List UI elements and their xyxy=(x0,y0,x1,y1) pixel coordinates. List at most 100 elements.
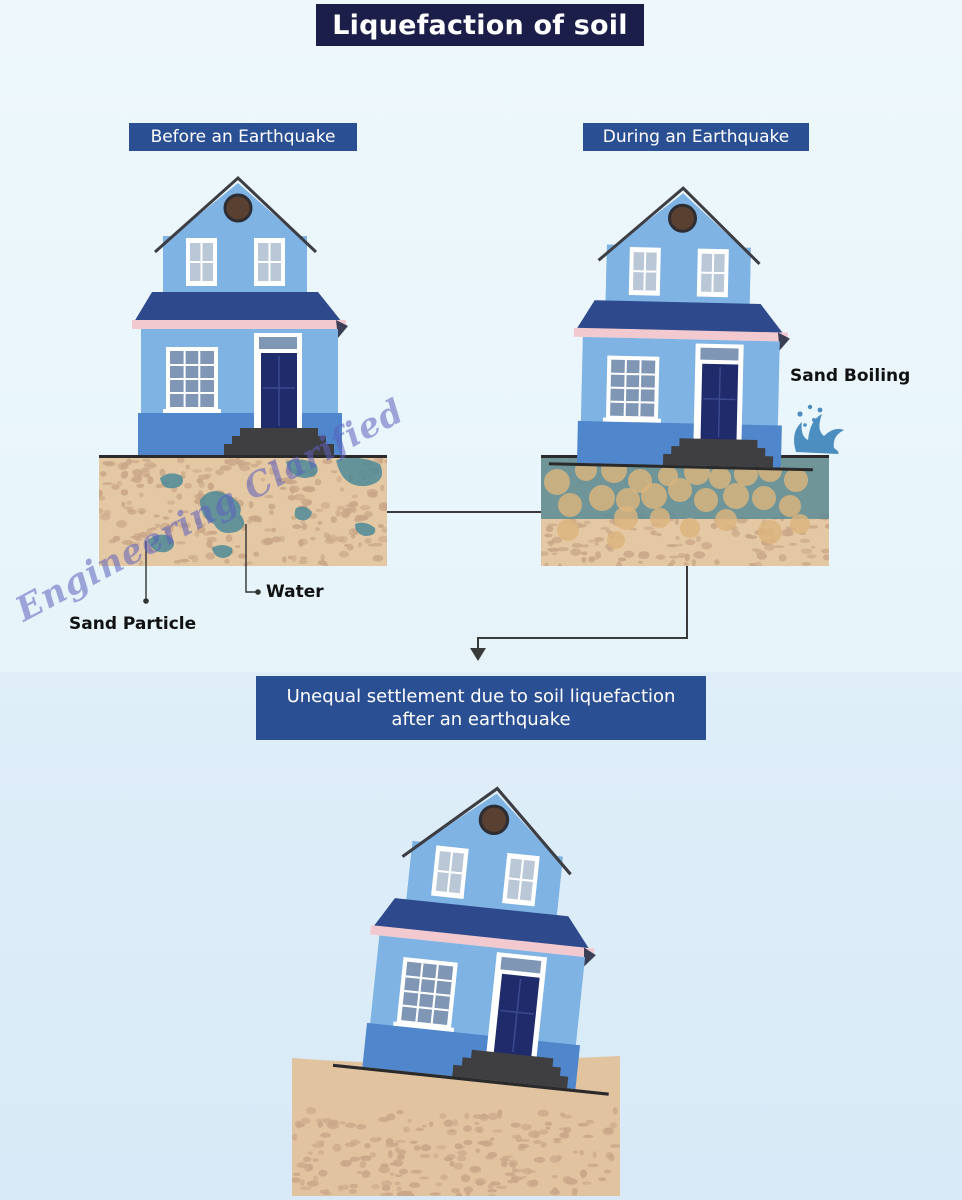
sand-particle xyxy=(566,1178,578,1185)
sand-particle xyxy=(433,1153,438,1159)
sand-particle xyxy=(167,500,175,505)
sand-particle xyxy=(370,1152,376,1157)
sand-particle xyxy=(463,1125,472,1132)
sand-particle xyxy=(306,1107,316,1114)
sand-particle xyxy=(572,1151,578,1154)
sand-particle xyxy=(303,1157,311,1162)
sand-bubble xyxy=(752,486,776,510)
callout-dot-sand xyxy=(143,598,149,604)
sand-particle xyxy=(546,526,554,532)
sand-particle xyxy=(461,1174,470,1182)
sand-particle xyxy=(327,1122,339,1129)
sand-particle xyxy=(397,1154,405,1160)
sand-particle xyxy=(457,1150,467,1156)
sand-particle xyxy=(124,506,134,509)
sand-particle xyxy=(350,1139,360,1145)
sand-particle xyxy=(533,1140,542,1144)
sand-particle xyxy=(512,1167,517,1174)
sand-particle xyxy=(301,520,306,524)
sand-particle xyxy=(696,536,701,543)
sand-particle xyxy=(610,1144,620,1148)
sand-particle xyxy=(473,1114,483,1119)
soil-block-during xyxy=(537,455,832,569)
sand-particle xyxy=(386,1113,395,1120)
sand-particle xyxy=(147,476,153,484)
sand-particle xyxy=(512,1135,516,1139)
sand-bubble xyxy=(758,520,782,544)
sand-particle xyxy=(757,553,768,560)
sand-particle xyxy=(370,1137,380,1142)
sand-particle xyxy=(538,1110,549,1117)
sand-particle xyxy=(313,1158,319,1161)
sand-particle xyxy=(592,1151,596,1158)
sand-particle xyxy=(454,1163,464,1170)
sand-particle xyxy=(409,1182,420,1188)
sand-particle xyxy=(318,1150,324,1154)
sand-particle xyxy=(445,1120,452,1125)
sand-particle xyxy=(678,553,685,558)
sand-particle xyxy=(650,530,657,535)
sand-particle xyxy=(291,1178,300,1183)
sand-bubble xyxy=(779,495,801,517)
sand-bubble xyxy=(709,467,731,489)
sand-particle xyxy=(176,493,182,500)
sand-particle xyxy=(362,1170,371,1178)
sand-particle xyxy=(507,1180,514,1184)
house-window-sill xyxy=(163,409,221,413)
sand-particle xyxy=(317,521,322,525)
sand-particle xyxy=(315,479,322,485)
sand-particle xyxy=(671,559,675,565)
sand-particle xyxy=(121,501,125,507)
sand-particle xyxy=(320,1190,326,1194)
sand-particle xyxy=(604,1169,611,1173)
sand-particle xyxy=(302,486,314,491)
sand-particle xyxy=(121,489,128,495)
label-before-earthquake: Before an Earthquake xyxy=(129,123,357,151)
sand-particle xyxy=(403,1127,410,1133)
sand-particle xyxy=(678,543,683,546)
sand-particle xyxy=(382,1185,391,1191)
sand-particle xyxy=(360,1155,371,1161)
sand-particle xyxy=(475,1126,482,1132)
label-during-earthquake: During an Earthquake xyxy=(583,123,809,151)
sand-particle xyxy=(235,545,241,548)
sand-particle xyxy=(395,1140,406,1143)
sand-particle xyxy=(364,511,373,518)
sand-particle xyxy=(452,1119,457,1126)
sand-particle xyxy=(191,555,198,563)
sand-particle xyxy=(395,1174,402,1177)
label-after-earthquake: Unequal settlement due to soil liquefact… xyxy=(256,676,706,740)
sand-particle xyxy=(410,1141,418,1144)
sand-particle xyxy=(139,511,145,515)
sand-particle xyxy=(419,1176,429,1179)
sand-particle xyxy=(583,1135,593,1138)
sand-particle xyxy=(520,1139,530,1142)
sand-particle xyxy=(779,554,787,561)
sand-bubble xyxy=(723,483,749,509)
sand-particle xyxy=(446,1154,455,1160)
sand-particle xyxy=(531,1180,539,1187)
sand-particle xyxy=(587,1164,599,1168)
sand-particle xyxy=(341,1185,349,1190)
sand-bubble xyxy=(641,483,667,509)
sand-particle xyxy=(264,528,272,531)
sand-particle xyxy=(581,1172,586,1179)
sand-particle xyxy=(589,557,599,561)
sand-particle xyxy=(271,528,276,533)
callout-sand-boiling: Sand Boiling xyxy=(790,366,910,386)
sand-particle xyxy=(198,474,210,479)
sand-particle xyxy=(358,542,363,547)
sand-particle xyxy=(339,551,349,558)
sand-particle xyxy=(288,495,296,501)
sand-particle xyxy=(801,562,811,566)
house-roof xyxy=(134,292,342,322)
page-title: Liquefaction of soil xyxy=(316,4,644,46)
sand-particle xyxy=(421,1144,431,1151)
sand-particle xyxy=(349,1189,357,1194)
sand-particle xyxy=(142,458,151,461)
sand-particle xyxy=(522,1176,526,1179)
sand-particle xyxy=(414,1145,421,1150)
sand-particle xyxy=(297,1162,308,1168)
sand-particle xyxy=(124,471,128,478)
